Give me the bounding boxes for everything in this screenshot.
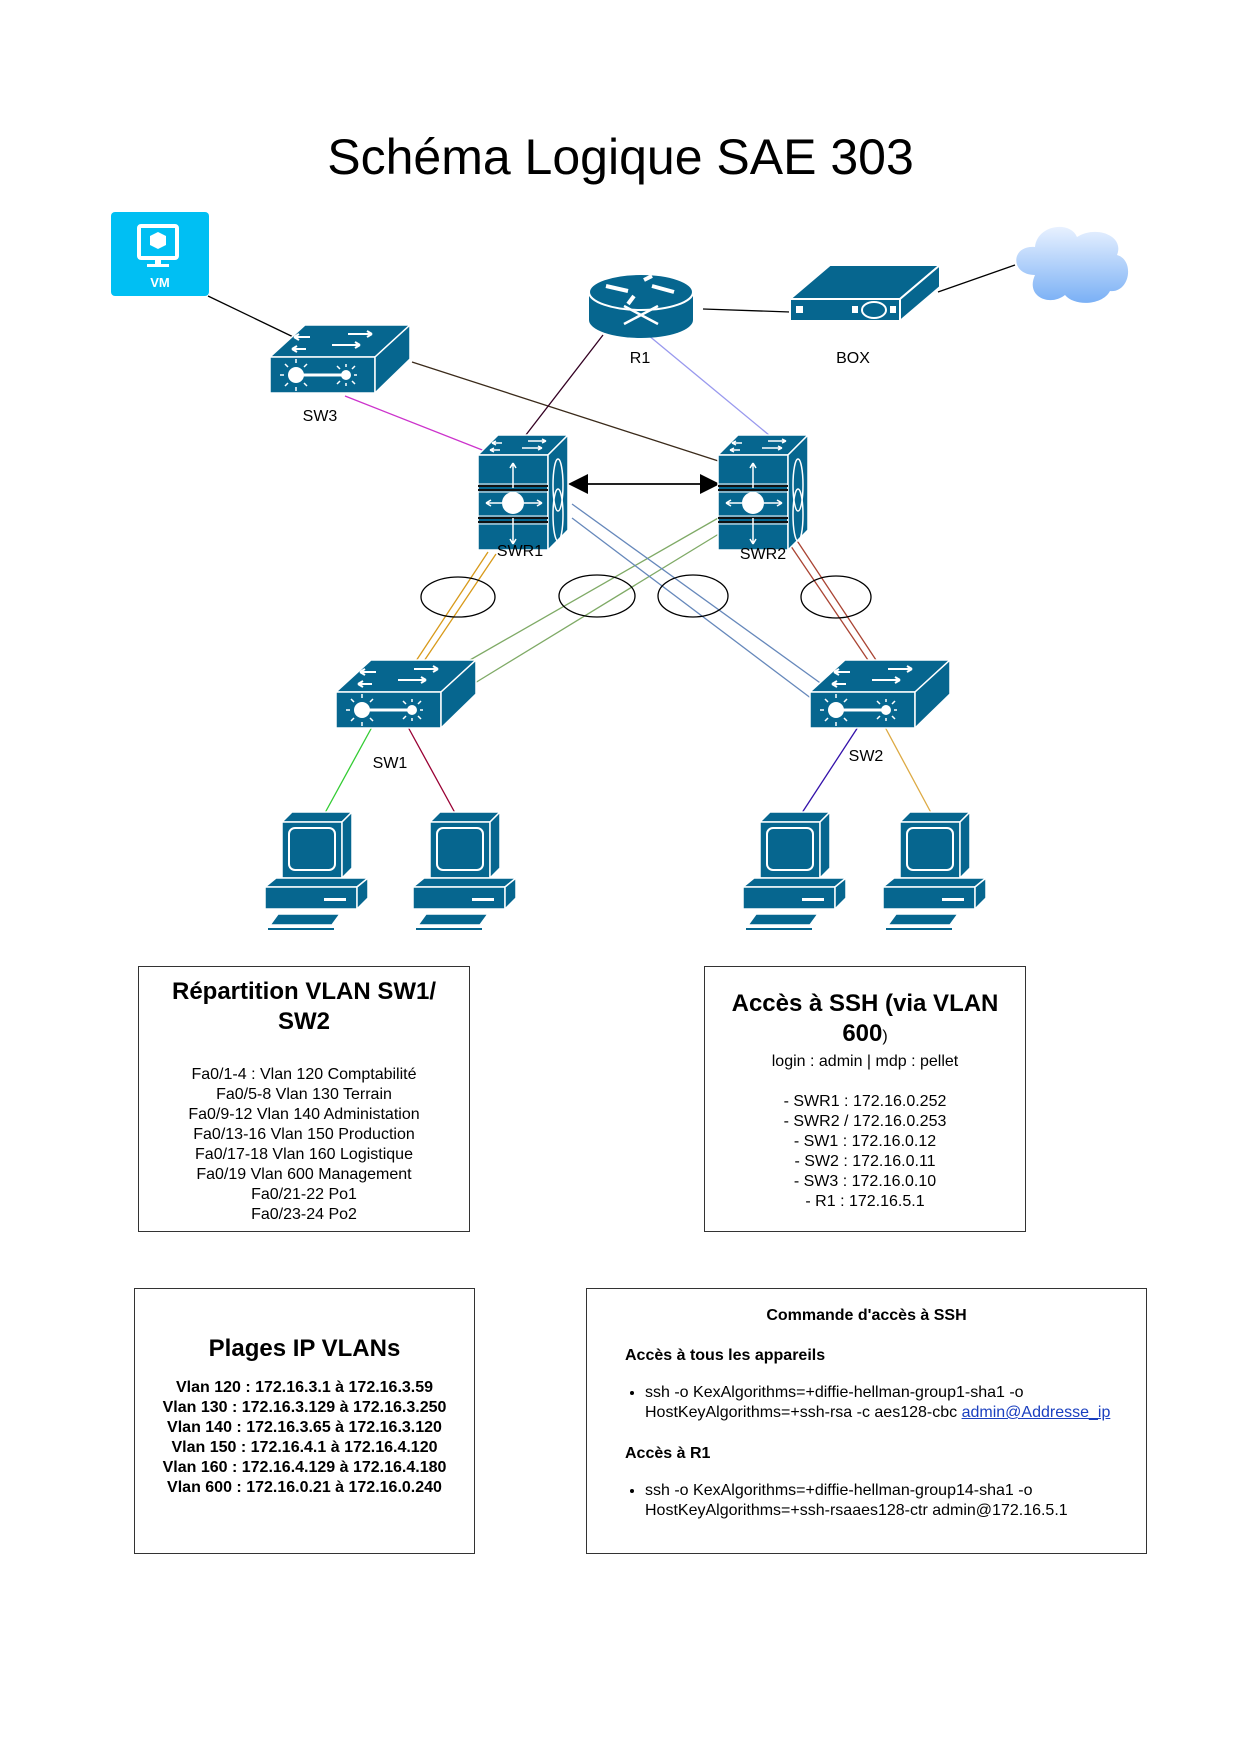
r1-label: R1: [629, 350, 651, 367]
ip-box-title: Plages IP VLANs: [208, 1335, 401, 1362]
internet-cloud-icon[interactable]: [1016, 226, 1129, 303]
vm-label: VM: [150, 275, 170, 290]
sw2-label: SW2: [848, 748, 884, 765]
ssh-command-box: Commande d'accès à SSH Accès à tous les …: [586, 1288, 1147, 1554]
link-sw2-pc4: [884, 726, 937, 823]
cmd-all-devices-text: ssh -o KexAlgorithms=+diffie-hellman-gro…: [645, 1384, 1024, 1421]
cmd-all-devices: ssh -o KexAlgorithms=+diffie-hellman-gro…: [645, 1383, 1146, 1423]
ssh-box-title-text: Accès à SSH (via VLAN 600: [731, 990, 999, 1047]
link-r1-swr2: [647, 334, 776, 441]
pc-icon[interactable]: [412, 811, 517, 930]
vlan-port-line: Fa0/13-16 Vlan 150 Production: [193, 1126, 415, 1143]
swr2-label: SWR2: [739, 546, 787, 563]
ssh-device-line: - SW2 : 172.16.0.11: [794, 1153, 936, 1170]
cmd-section-r1-title: Accès à R1: [625, 1445, 711, 1462]
vlan-port-line: Fa0/1-4 : Vlan 120 Comptabilité: [191, 1066, 417, 1083]
link-sw2-pc3: [795, 726, 859, 823]
vlan-port-line: Fa0/9-12 Vlan 140 Administation: [188, 1106, 420, 1123]
pc-icon[interactable]: [882, 811, 987, 930]
cmd-section-all-list: ssh -o KexAlgorithms=+diffie-hellman-gro…: [587, 1383, 1146, 1423]
link-r1-box: [702, 308, 791, 313]
ssh-credentials: login : admin | mdp : pellet: [771, 1053, 959, 1070]
ssh-access-box: Accès à SSH (via VLAN 600) login : admin…: [704, 966, 1026, 1232]
port-channel-ellipse: [657, 574, 729, 618]
link-box-cloud: [937, 264, 1016, 293]
vlan-port-line: Fa0/17-18 Vlan 160 Logistique: [195, 1146, 413, 1163]
vlan-box-title: Répartition VLAN SW1/ SW2: [171, 978, 436, 1035]
pc-icon[interactable]: [742, 811, 847, 930]
vlan-port-line: Fa0/21-22 Po1: [251, 1186, 357, 1203]
cmd-all-devices-link[interactable]: admin@Addresse_ip: [961, 1404, 1111, 1421]
vlan-port-line: Fa0/23-24 Po2: [251, 1206, 357, 1223]
ssh-device-line: - R1 : 172.16.5.1: [805, 1193, 925, 1210]
r1-router-icon[interactable]: [588, 273, 694, 338]
diagram-title: Schéma Logique SAE 303: [327, 129, 914, 185]
vlan-port-line: Fa0/19 Vlan 600 Management: [196, 1166, 412, 1183]
link-sw3-swr1: [344, 395, 496, 456]
cmd-section-r1-list: ssh -o KexAlgorithms=+diffie-hellman-gro…: [587, 1481, 1146, 1521]
vlan-port-line: Fa0/5-8 Vlan 130 Terrain: [216, 1086, 392, 1103]
link-swr1-sw1-a: [413, 551, 489, 665]
link-swr1-sw1-b: [421, 553, 497, 665]
link-sw1-pc1: [319, 726, 373, 823]
ip-range-line: Vlan 600 : 172.16.0.21 à 172.16.0.240: [167, 1479, 442, 1496]
cmd-box-title: Commande d'accès à SSH: [766, 1307, 967, 1324]
link-swr1-sw2-b: [571, 517, 821, 706]
vlan-distribution-box: Répartition VLAN SW1/ SW2 Fa0/1-4 : Vlan…: [138, 966, 470, 1232]
ssh-device-line: - SWR1 : 172.16.0.252: [783, 1093, 947, 1110]
link-sw1-pc2: [407, 726, 461, 823]
box-label: BOX: [836, 350, 870, 367]
ssh-device-line: - SW3 : 172.16.0.10: [793, 1173, 937, 1190]
port-channel-ellipse: [558, 574, 636, 618]
sw1-label: SW1: [372, 755, 408, 772]
port-channel-ellipse: [800, 575, 872, 619]
ip-range-line: Vlan 120 : 172.16.3.1 à 172.16.3.59: [175, 1379, 434, 1396]
ssh-device-list: - SWR1 : 172.16.0.252 - SWR2 / 172.16.0.2…: [705, 1092, 1025, 1212]
ip-range-line: Vlan 150 : 172.16.4.1 à 172.16.4.120: [171, 1439, 438, 1456]
ip-range-line: Vlan 130 : 172.16.3.129 à 172.16.3.250: [162, 1399, 447, 1416]
link-r1-swr1: [521, 334, 604, 441]
port-channel-ellipses: [420, 574, 872, 619]
swr2-multilayer-switch-icon[interactable]: [717, 434, 809, 551]
link-swr2-sw1-a: [455, 516, 721, 669]
cmd-r1: ssh -o KexAlgorithms=+diffie-hellman-gro…: [645, 1481, 1146, 1521]
sw1-switch-icon[interactable]: [334, 658, 478, 730]
vm-icon[interactable]: VM: [111, 212, 209, 296]
sw3-label: SW3: [302, 408, 338, 425]
link-swr1-sw2-a: [571, 503, 831, 691]
ssh-device-line: - SW1 : 172.16.0.12: [793, 1133, 937, 1150]
ssh-box-title: Accès à SSH (via VLAN 600): [705, 989, 1025, 1052]
ip-range-line: Vlan 160 : 172.16.4.129 à 172.16.4.180: [162, 1459, 447, 1476]
link-swr2-sw2-b: [787, 526, 879, 664]
swr1-label: SWR1: [496, 543, 544, 560]
port-channel-ellipse: [420, 576, 496, 618]
cmd-section-all-title: Accès à tous les appareils: [625, 1347, 826, 1364]
link-swr2-sw2-a: [779, 529, 871, 664]
ip-ranges-box: Plages IP VLANs Vlan 120 : 172.16.3.1 à …: [134, 1288, 475, 1554]
ssh-box-title-tail: ): [882, 1028, 888, 1045]
ssh-device-line: - SWR2 / 172.16.0.253: [783, 1113, 947, 1130]
ip-range-line: Vlan 140 : 172.16.3.65 à 172.16.3.120: [167, 1419, 442, 1436]
swr1-multilayer-switch-icon[interactable]: [477, 434, 569, 551]
box-modem-icon[interactable]: [787, 262, 943, 324]
link-sw3-swr2: [411, 361, 741, 469]
sw2-switch-icon[interactable]: [808, 658, 952, 730]
pc-icon[interactable]: [264, 811, 369, 930]
links: [207, 264, 1016, 823]
link-swr2-sw1-b: [469, 531, 723, 687]
